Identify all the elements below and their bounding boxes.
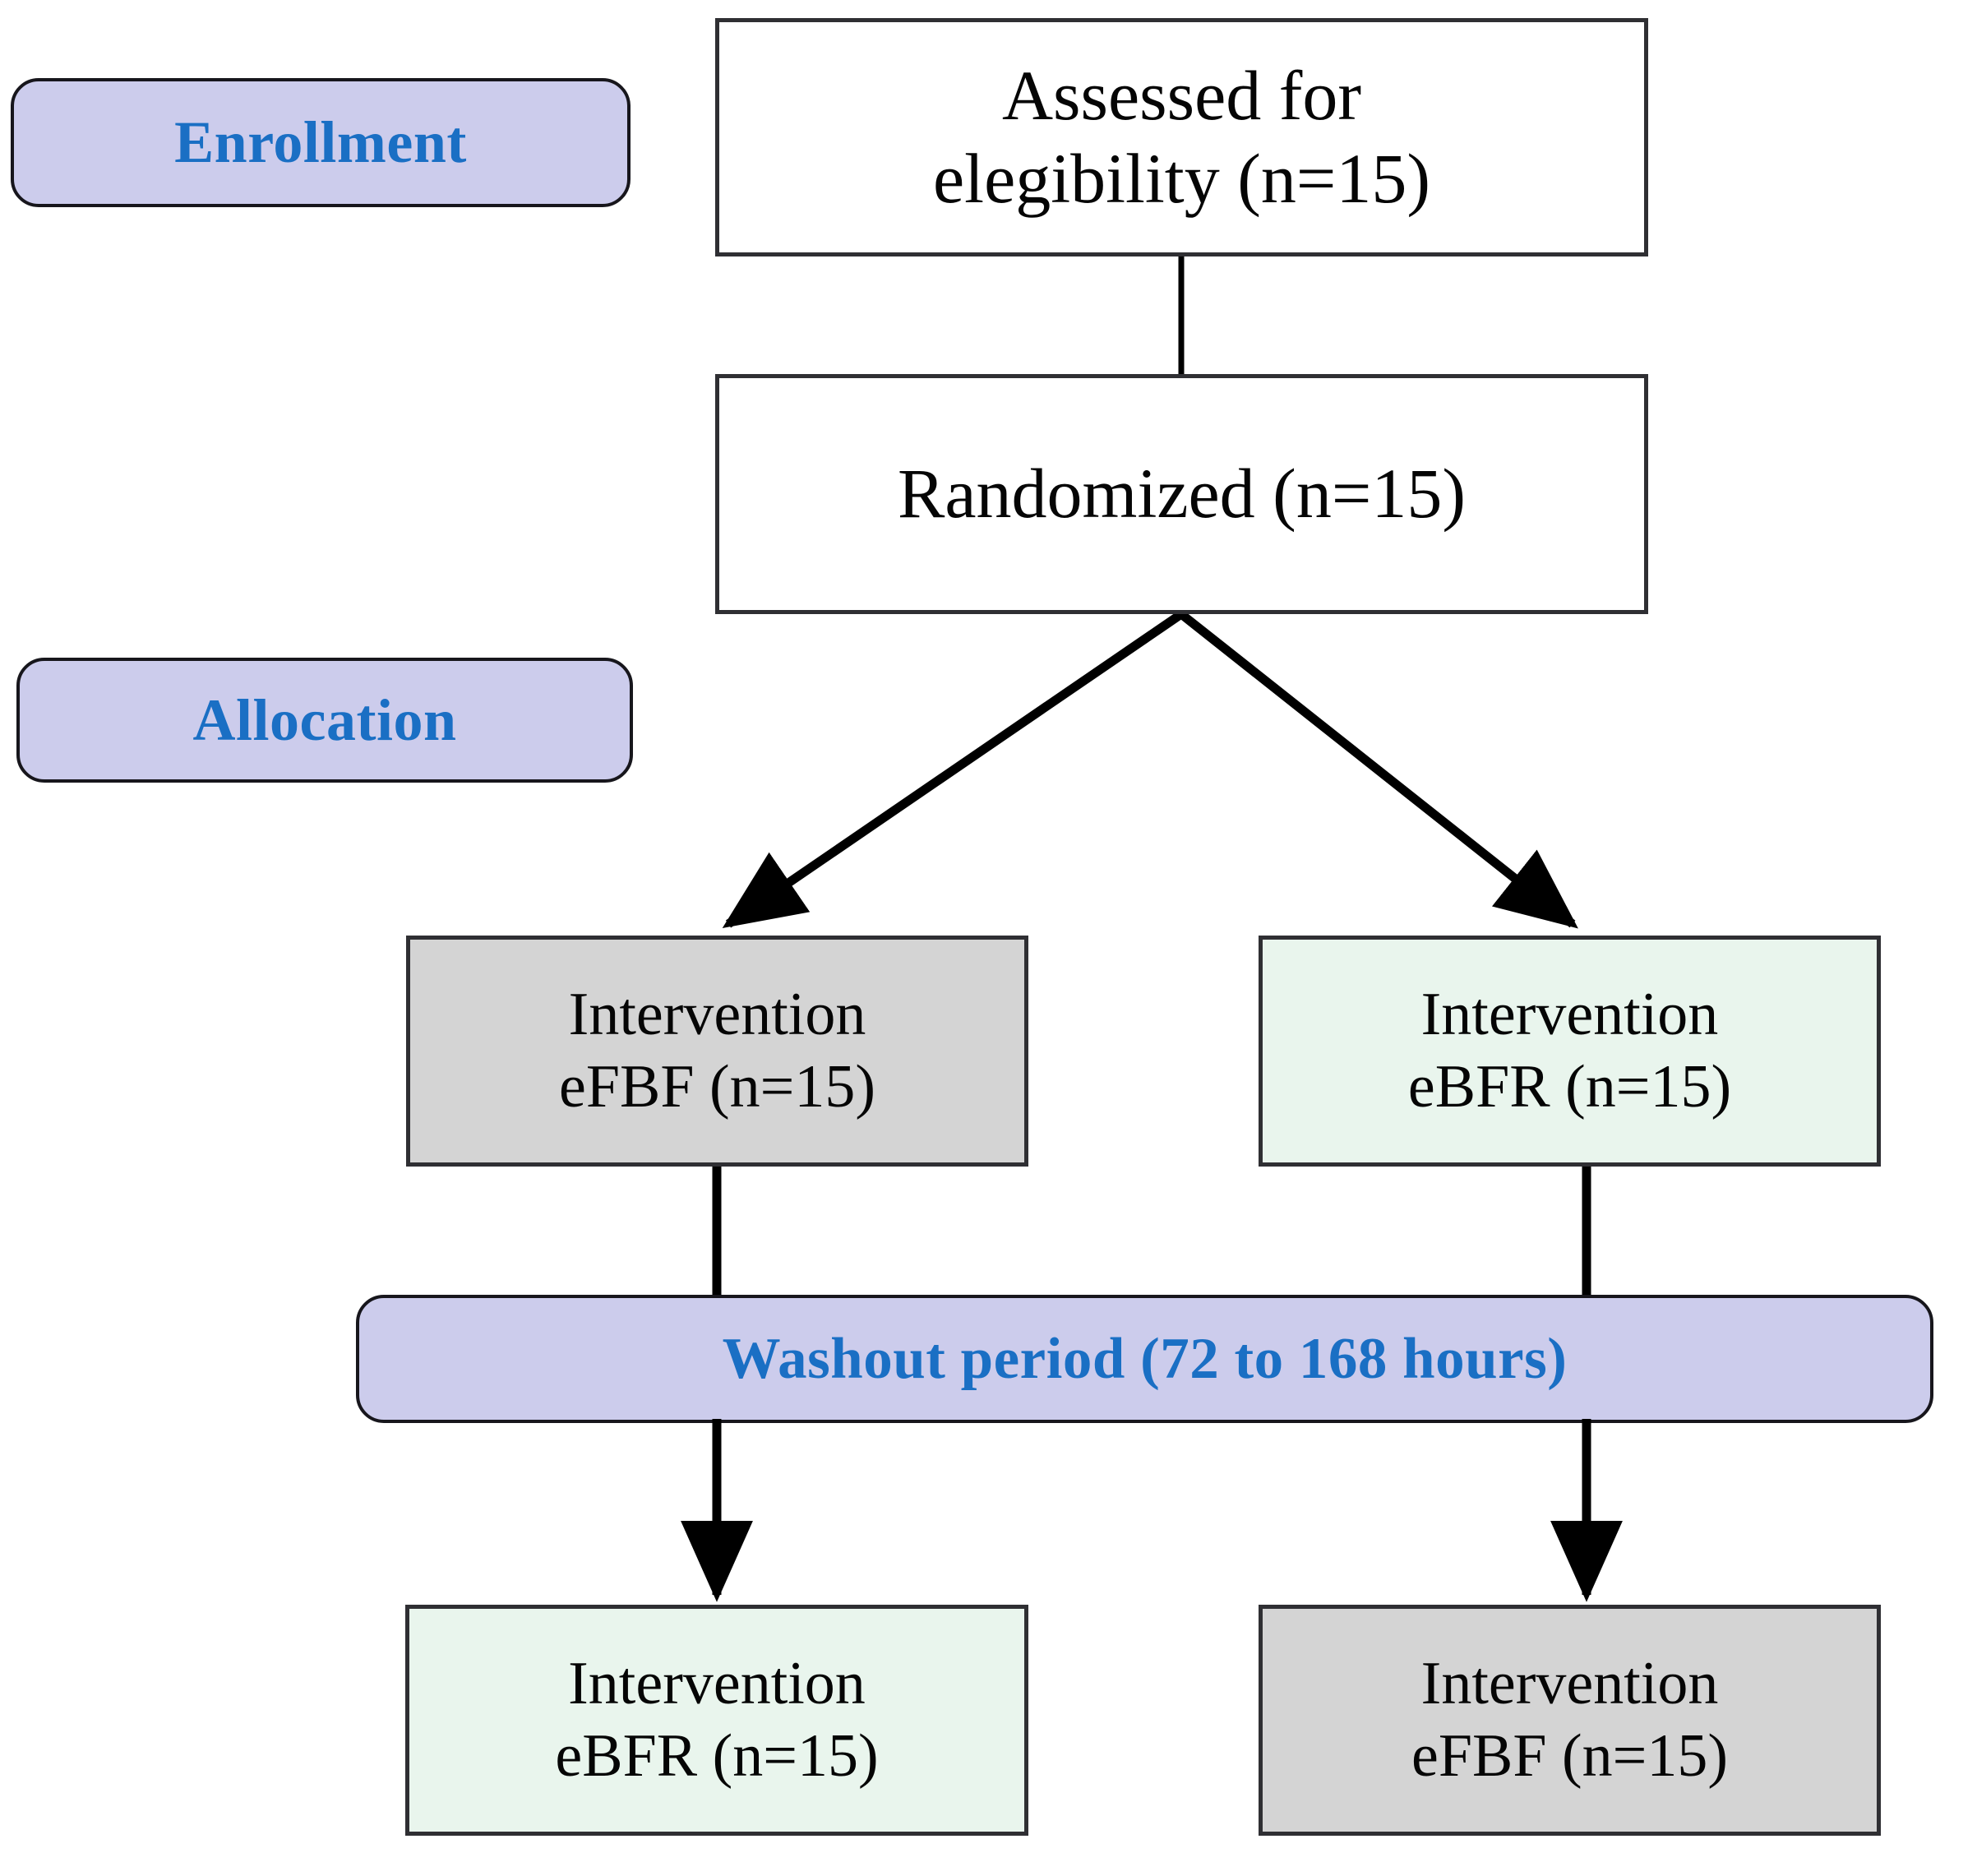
node-intervention-efbf-period1-text: Intervention eFBF (n=15) [547, 979, 887, 1123]
node-assessed-line1: Assessed for [1001, 55, 1362, 135]
node-intervention-ebfr-period2: Intervention eBFR (n=15) [405, 1605, 1028, 1836]
node-randomized: Randomized (n=15) [715, 374, 1648, 614]
node-assessed-text: Assessed for elegibility (n=15) [922, 54, 1442, 221]
node-intervention-efbf-period2: Intervention eFBF (n=15) [1259, 1605, 1881, 1836]
node-intervention-efbf-period1-line1: Intervention [568, 981, 866, 1049]
stage-label-allocation: Allocation [16, 658, 633, 783]
node-intervention-efbf-period1: Intervention eFBF (n=15) [406, 936, 1028, 1167]
node-intervention-ebfr-period2-text: Intervention eBFR (n=15) [543, 1648, 889, 1792]
node-assessed-for-eligibility: Assessed for elegibility (n=15) [715, 18, 1648, 256]
node-intervention-ebfr-period1-line1: Intervention [1420, 981, 1719, 1049]
node-intervention-ebfr-period1-text: Intervention eBFR (n=15) [1397, 979, 1743, 1123]
connector-randomized-to-efbf-top [722, 610, 1185, 928]
node-intervention-efbf-period1-line2: eFBF (n=15) [558, 1052, 876, 1121]
stage-label-enrollment: Enrollment [11, 78, 631, 207]
stage-label-allocation-text: Allocation [192, 686, 457, 753]
node-intervention-ebfr-period1: Intervention eBFR (n=15) [1259, 936, 1881, 1167]
node-assessed-line2: elegibility (n=15) [933, 139, 1430, 218]
node-intervention-efbf-period2-line1: Intervention [1420, 1650, 1719, 1718]
stage-label-enrollment-text: Enrollment [174, 109, 467, 175]
washout-period-text: Washout period (72 to 168 hours) [722, 1326, 1568, 1391]
node-intervention-ebfr-period2-line1: Intervention [568, 1650, 866, 1718]
node-intervention-ebfr-period2-line2: eBFR (n=15) [555, 1721, 879, 1790]
node-intervention-ebfr-period1-line2: eBFR (n=15) [1407, 1052, 1732, 1121]
node-intervention-efbf-period2-line2: eFBF (n=15) [1411, 1721, 1729, 1790]
node-intervention-efbf-period2-text: Intervention eFBF (n=15) [1400, 1648, 1739, 1792]
washout-period-banner: Washout period (72 to 168 hours) [356, 1295, 1933, 1423]
connector-randomized-to-ebfr-top [1178, 610, 1578, 929]
node-randomized-text: Randomized (n=15) [886, 452, 1477, 535]
node-randomized-line1: Randomized (n=15) [898, 454, 1466, 534]
